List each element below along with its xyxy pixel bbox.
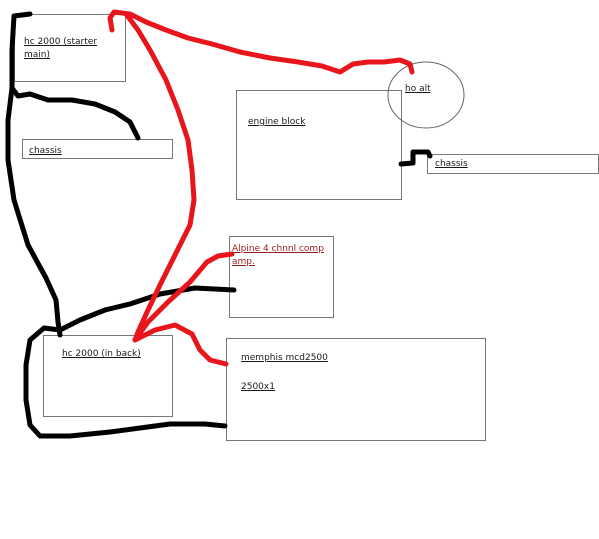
alternator-circle	[387, 61, 465, 129]
ground-wire-rear-battery-starter	[5, 85, 63, 338]
engine-block-box	[236, 90, 402, 200]
alpine-amp-box	[229, 236, 334, 318]
chassis-right-label: chassis	[435, 159, 468, 169]
positive-wire-rear-alpine	[132, 251, 235, 343]
ground-wire-engine-chassis	[398, 149, 433, 167]
chassis-left-label: chassis	[29, 146, 62, 156]
ground-wire-alpine	[57, 285, 237, 333]
ground-wire-starter-chassis	[9, 11, 141, 141]
ground-wires	[5, 11, 433, 439]
memphis-amp-box	[226, 338, 486, 441]
alpine-amp-label: Alpine 4 chnnl comp amp.	[232, 244, 324, 267]
alternator-label: ho alt	[405, 84, 431, 94]
memphis-amp-sublabel: 2500x1	[241, 382, 275, 392]
ground-wire-rear-battery-loop	[23, 325, 228, 439]
rear-battery-box	[43, 335, 173, 417]
engine-block-label: engine block	[248, 117, 306, 127]
positive-wire-alt-starter	[107, 9, 415, 75]
starter-battery-box	[14, 14, 126, 82]
positive-wire-starter-rear	[123, 11, 197, 343]
chassis-left-box	[22, 139, 173, 159]
positive-wires	[107, 9, 415, 367]
starter-battery-label: hc 2000 (starter main)	[24, 37, 97, 60]
memphis-amp-label: memphis mcd2500	[241, 353, 328, 363]
positive-wire-rear-memphis	[132, 322, 229, 367]
rear-battery-label: hc 2000 (in back)	[62, 349, 141, 359]
